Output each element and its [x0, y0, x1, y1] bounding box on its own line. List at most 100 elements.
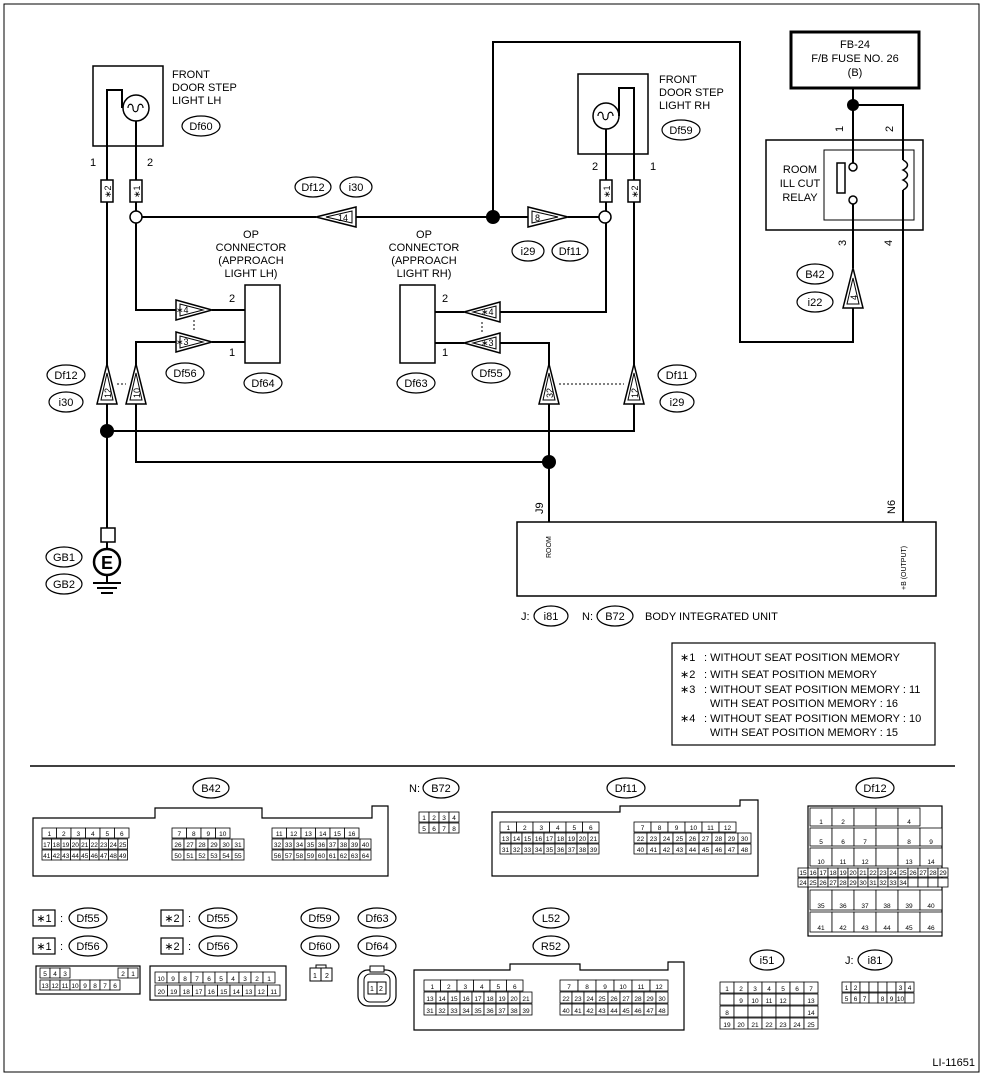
svg-text:18: 18 — [486, 996, 494, 1003]
lamp-rh-star1: ∗1 — [602, 185, 612, 198]
svg-text:35: 35 — [817, 903, 825, 910]
bulb-icon — [122, 94, 150, 122]
svg-text:43: 43 — [861, 925, 869, 932]
svg-text:25: 25 — [598, 996, 606, 1003]
lamp-lh-line1: FRONT — [172, 69, 210, 81]
svg-text:60: 60 — [318, 853, 326, 860]
lamp-rh-pin-right: 1 — [650, 161, 656, 173]
right-conn-a: Df11 — [666, 370, 688, 382]
left-conn-pin1: 12 — [103, 388, 113, 398]
face-l52: L52 — [542, 913, 560, 925]
svg-text:8: 8 — [183, 976, 187, 983]
svg-text:15: 15 — [450, 996, 458, 1003]
svg-text:16: 16 — [535, 836, 543, 843]
op-rh-line2: CONNECTOR — [389, 242, 460, 254]
face-mark2-a: ∗2 — [164, 913, 179, 925]
fuse-line3: (B) — [848, 67, 863, 79]
svg-text:1: 1 — [313, 973, 317, 980]
relay-line3: RELAY — [782, 192, 818, 204]
op-rh-conn2: Df55 — [479, 368, 502, 380]
svg-text:6: 6 — [589, 825, 593, 832]
svg-text:22: 22 — [765, 1022, 773, 1029]
svg-text:2: 2 — [447, 984, 451, 991]
svg-text:42: 42 — [586, 1008, 594, 1015]
svg-text:46: 46 — [927, 925, 935, 932]
svg-text:2: 2 — [62, 831, 66, 838]
face-df55-a: Df55 — [76, 913, 99, 925]
svg-text:23: 23 — [650, 836, 658, 843]
svg-text:10: 10 — [690, 825, 698, 832]
figure-id: LI-11651 — [932, 1057, 975, 1069]
op-rh-pin-bot: 1 — [442, 347, 448, 359]
svg-text:26: 26 — [819, 880, 827, 887]
svg-text:38: 38 — [340, 842, 348, 849]
op-lh-star-b: ∗3 — [176, 337, 189, 347]
op-rh-conn: Df63 — [404, 378, 427, 390]
svg-text:45: 45 — [81, 853, 89, 860]
svg-text:1: 1 — [370, 986, 374, 993]
svg-text:4: 4 — [907, 819, 911, 826]
svg-text:10: 10 — [817, 859, 825, 866]
svg-text:27: 27 — [829, 880, 837, 887]
svg-text:36: 36 — [557, 847, 565, 854]
coil-icon — [901, 159, 909, 191]
door-step-light-lh — [92, 65, 164, 147]
svg-text:63: 63 — [351, 853, 359, 860]
svg-text:15: 15 — [799, 870, 807, 877]
svg-text:17: 17 — [195, 989, 203, 996]
svg-text:13: 13 — [426, 996, 434, 1003]
svg-text:43: 43 — [676, 847, 684, 854]
svg-text:14: 14 — [233, 989, 241, 996]
op-lh-line1: OP — [243, 229, 259, 241]
page-border — [3, 3, 980, 1073]
svg-text:5: 5 — [845, 996, 849, 1003]
svg-text:16: 16 — [809, 870, 817, 877]
face-mark1-a: ∗1 — [36, 913, 51, 925]
svg-text:9: 9 — [890, 996, 894, 1003]
svg-text:21: 21 — [522, 996, 530, 1003]
svg-text:1: 1 — [725, 986, 729, 993]
svg-text:45: 45 — [622, 1008, 630, 1015]
svg-text:18: 18 — [557, 836, 565, 843]
svg-text:9: 9 — [603, 984, 607, 991]
note-text-5: WITH SEAT POSITION MEMORY : 15 — [710, 727, 898, 739]
svg-text:27: 27 — [622, 996, 630, 1003]
right-conn-b: i29 — [670, 397, 685, 409]
svg-text:7: 7 — [103, 983, 107, 990]
face-df59: Df59 — [308, 913, 331, 925]
svg-text:43: 43 — [62, 853, 70, 860]
biu-j-prefix: J: — [521, 611, 530, 623]
svg-text:1: 1 — [845, 985, 849, 992]
svg-text:36: 36 — [839, 903, 847, 910]
connector-face-df63: 1 2 — [357, 965, 397, 1007]
svg-text:40: 40 — [927, 903, 935, 910]
svg-text:25: 25 — [899, 870, 907, 877]
svg-text:40: 40 — [362, 842, 370, 849]
svg-text:36: 36 — [486, 1008, 494, 1015]
fuse-block: FB-24 F/B FUSE NO. 26 (B) — [789, 30, 921, 90]
svg-text:13: 13 — [245, 989, 253, 996]
svg-text:1: 1 — [131, 971, 135, 978]
lamp-rh-line1: FRONT — [659, 74, 697, 86]
svg-text:15: 15 — [524, 836, 532, 843]
top-right-conn-a: i29 — [521, 246, 536, 258]
face-i51: i51 — [760, 955, 775, 967]
fuse-line1: FB-24 — [840, 39, 870, 51]
svg-text:12: 12 — [258, 989, 266, 996]
svg-text:36: 36 — [318, 842, 326, 849]
notes-box — [671, 642, 936, 746]
svg-text:9: 9 — [929, 839, 933, 846]
svg-text:46: 46 — [91, 853, 99, 860]
svg-text:30: 30 — [741, 836, 749, 843]
svg-text:2: 2 — [255, 976, 259, 983]
op-rh-line4: LIGHT RH) — [397, 268, 452, 280]
svg-text:12: 12 — [724, 825, 732, 832]
svg-text:8: 8 — [585, 984, 589, 991]
face-df55-b: Df55 — [206, 913, 229, 925]
face-colon-a: : — [60, 913, 63, 925]
svg-text:14: 14 — [319, 831, 327, 838]
svg-text:41: 41 — [817, 925, 825, 932]
